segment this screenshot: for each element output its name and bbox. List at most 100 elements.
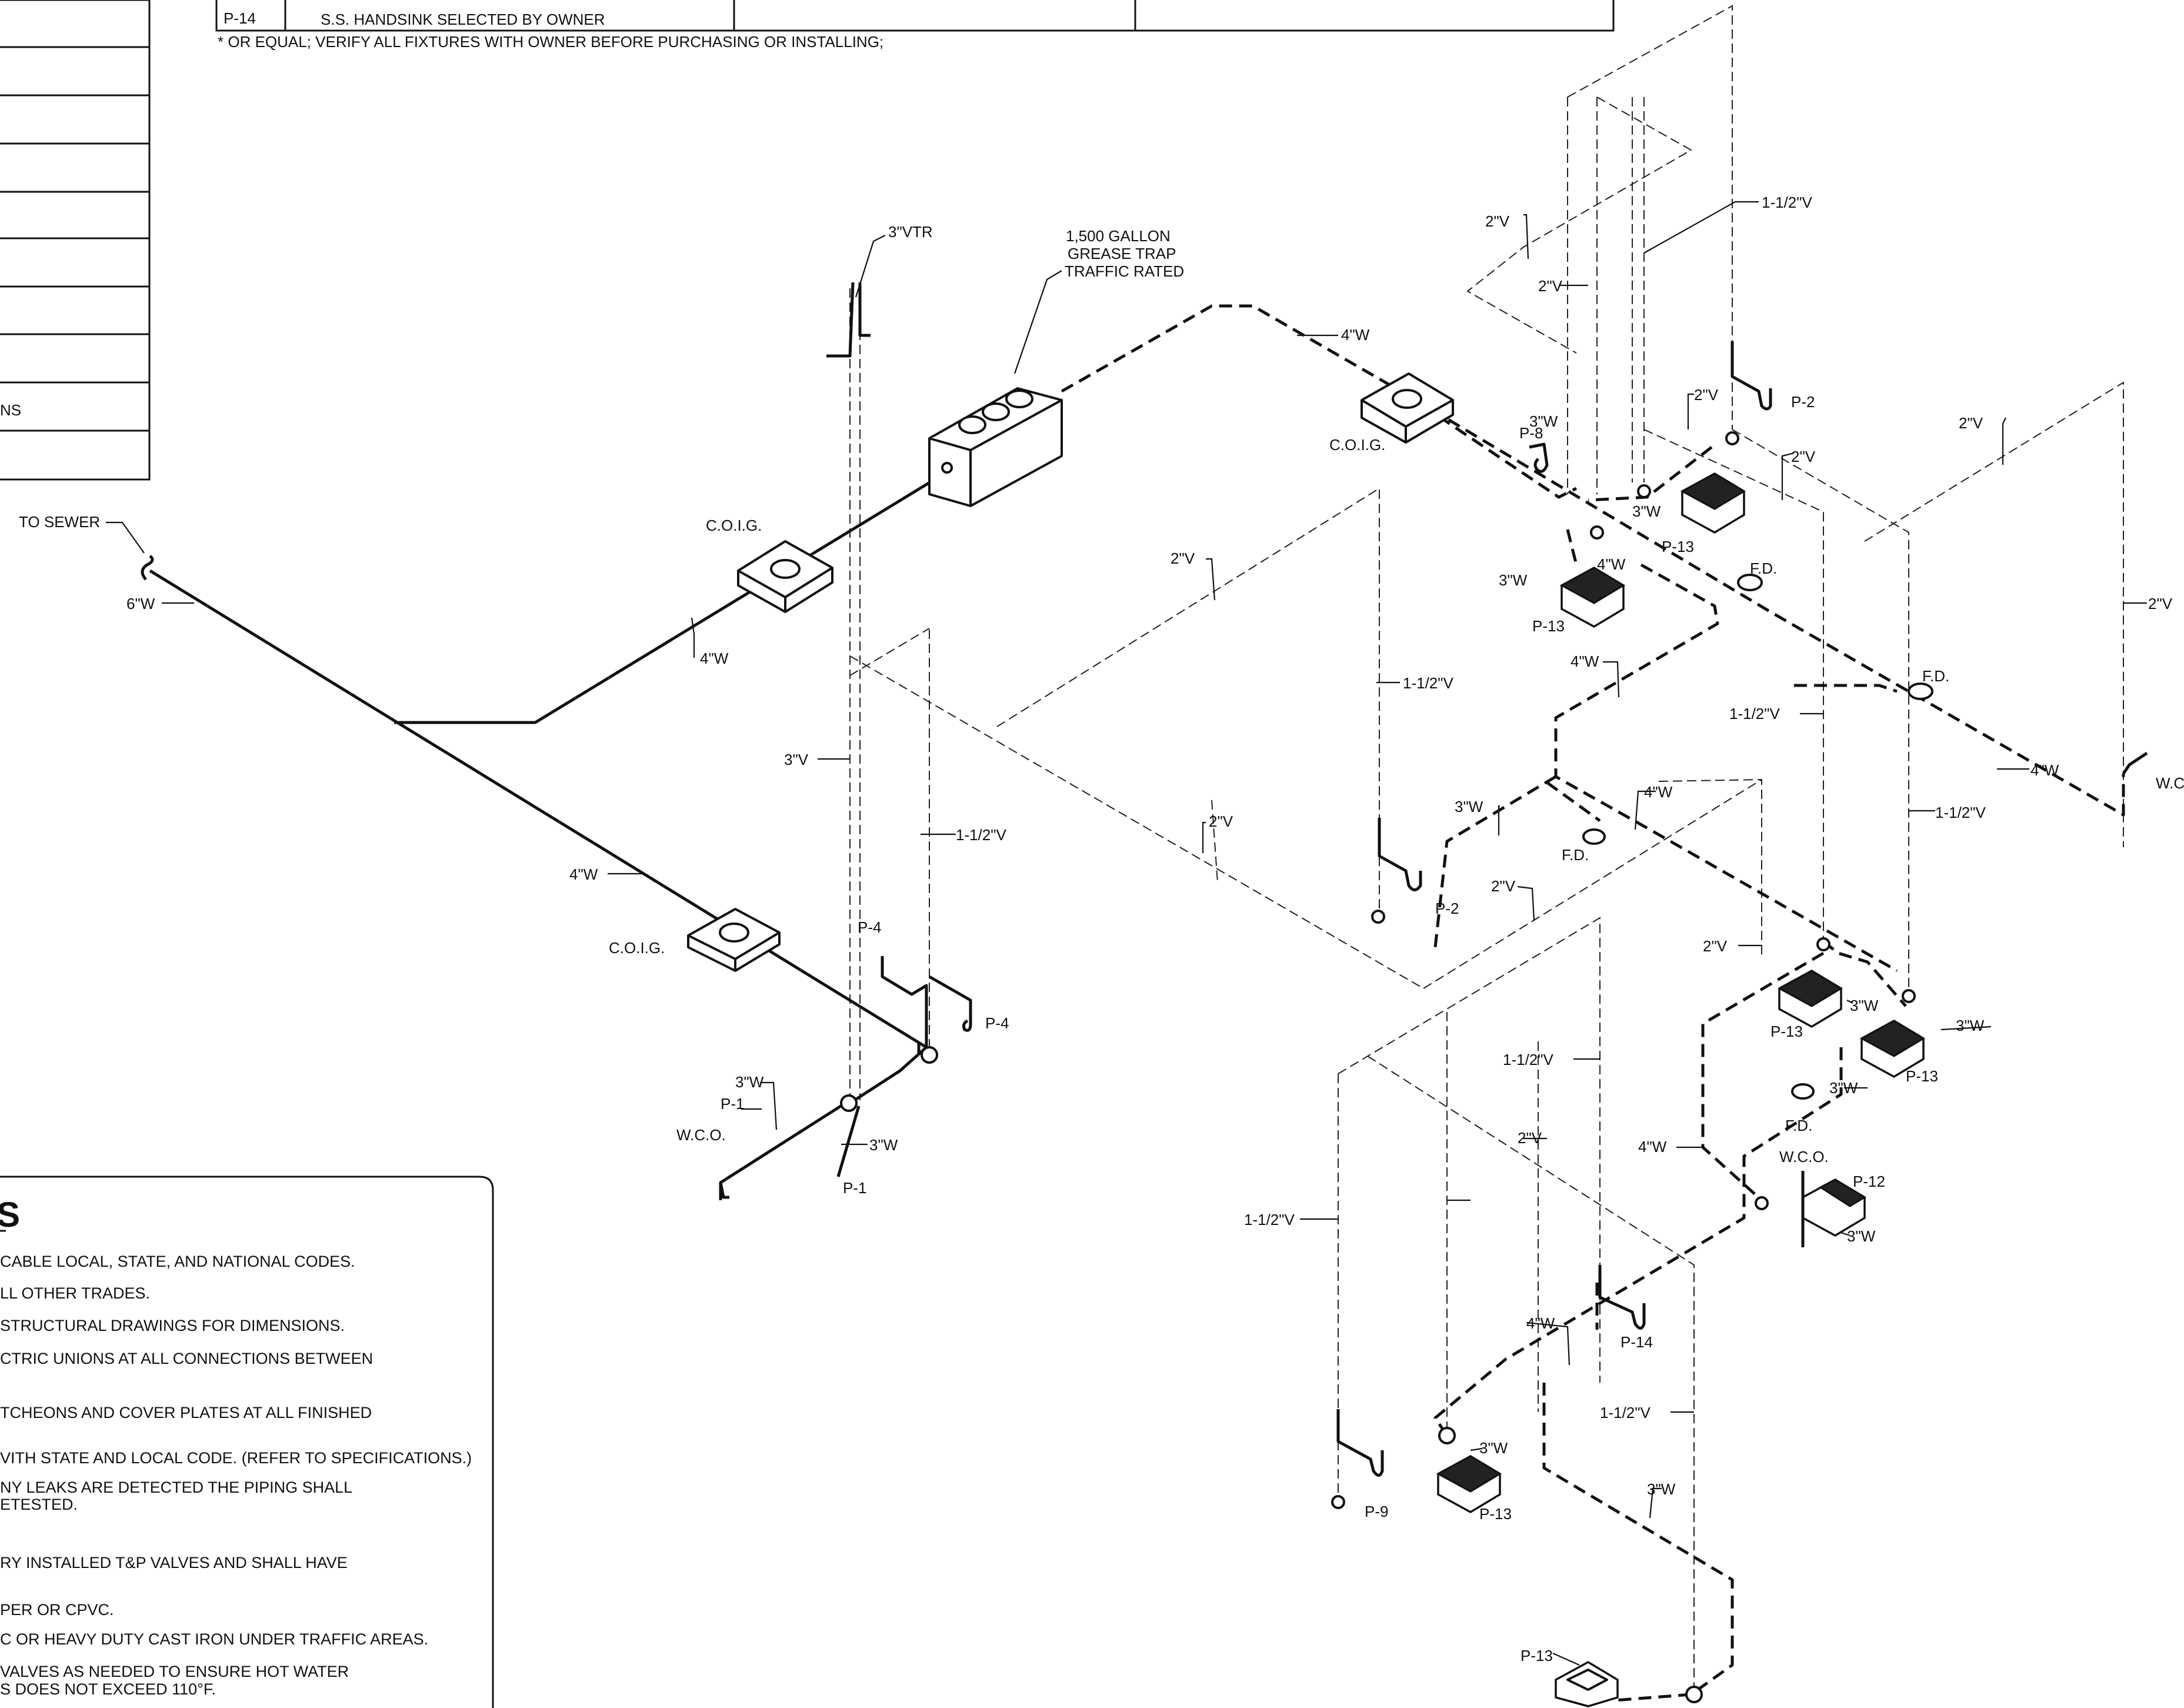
label-coig: C.O.I.G.: [1329, 436, 1385, 454]
label-2v: 2"V: [1518, 1129, 1542, 1147]
label-1-1-2v: 1-1/2"V: [1729, 705, 1780, 723]
label-1-1-2v: 1-1/2"V: [1503, 1051, 1553, 1068]
label-3w: 3"W: [1632, 502, 1661, 520]
label-p4: P-4: [985, 1014, 1009, 1032]
label-1-1-2v: 1-1/2"V: [1762, 194, 1812, 211]
label-3w-p8: 3"W: [1529, 412, 1558, 430]
label-p1: P-1: [843, 1179, 866, 1197]
p8-trap: [1529, 442, 1549, 473]
floor-sink-p13-1: [1680, 472, 1746, 534]
floor-sink-p12: [1802, 1178, 1866, 1237]
label-3w: 3"W: [1479, 1439, 1508, 1457]
floor-sink-p13-6: [1555, 1660, 1619, 1707]
label-2v: 2"V: [1171, 550, 1195, 567]
label-3w: 3"W: [1647, 1480, 1676, 1498]
label-3w: 3"W: [1847, 1227, 1876, 1245]
p2-trap-lower: [1378, 818, 1422, 891]
label-1-1-2v: 1-1/2"V: [956, 826, 1006, 844]
label-grease-trap: GREASE TRAP: [1068, 245, 1176, 262]
label-p2: P-2: [1435, 900, 1459, 917]
label-p13: P-13: [1479, 1505, 1512, 1523]
note-line: S DOES NOT EXCEED 110°F.: [0, 1680, 216, 1698]
label-1-1-2v: 1-1/2"V: [1600, 1404, 1650, 1421]
schedule-row-outline: [215, 0, 1615, 32]
label-p13: P-13: [1906, 1067, 1938, 1085]
label-4w: 4"W: [569, 865, 598, 883]
floor-drain: [1582, 828, 1606, 845]
p9-trap: [1336, 1409, 1384, 1477]
legend-partial-text: NS: [0, 401, 21, 419]
note-line: RY INSTALLED T&P VALVES AND SHALL HAVE: [0, 1554, 348, 1572]
label-3v: 3"V: [784, 751, 809, 768]
label-3w: 3"W: [1499, 571, 1528, 589]
note-line: CABLE LOCAL, STATE, AND NATIONAL CODES.: [0, 1253, 355, 1270]
label-coig: C.O.I.G.: [609, 939, 665, 957]
coig-box-upper: [737, 540, 833, 613]
label-4w: 4"W: [1638, 1138, 1667, 1156]
p14-trap: [1598, 1265, 1646, 1330]
floor-drain: [1737, 574, 1763, 591]
legend-outline: [0, 0, 151, 481]
label-4w: 4"W: [1341, 326, 1370, 344]
left-legend-table: NS: [0, 0, 151, 481]
note-line: NY LEAKS ARE DETECTED THE PIPING SHALL: [0, 1479, 352, 1496]
label-p13: P-13: [1770, 1023, 1803, 1040]
label-4w: 4"W: [2030, 761, 2059, 779]
p4-trap-right: [928, 975, 972, 1032]
sewer-connection-symbol: [141, 555, 154, 581]
label-2v: 2"V: [1703, 937, 1728, 955]
label-2v: 2"V: [1538, 277, 1563, 295]
label-4w: 4"W: [1526, 1314, 1555, 1332]
label-grease-trap: TRAFFIC RATED: [1065, 262, 1184, 280]
note-line: LL OTHER TRADES.: [0, 1284, 150, 1302]
floor-sink-p13-5: [1436, 1454, 1502, 1514]
label-2v: 2"V: [1791, 448, 1816, 465]
label-2v: 2"V: [1491, 877, 1516, 895]
label-3w: 3"W: [1455, 798, 1483, 815]
drain-rings: [840, 431, 1933, 1703]
leader-lines: [106, 201, 2147, 1666]
floor-drain: [1791, 1083, 1815, 1100]
label-2v: 2"V: [2148, 595, 2173, 612]
vtr-left: [826, 282, 855, 358]
label-1-1-2v: 1-1/2"V: [1244, 1211, 1295, 1228]
note-line: VALVES AS NEEDED TO ENSURE HOT WATER: [0, 1663, 349, 1680]
floor-drain: [1908, 682, 1933, 700]
label-3w: 3"W: [869, 1136, 898, 1154]
general-notes-box: S CABLE LOCAL, STATE, AND NATIONAL CODES…: [0, 1176, 494, 1708]
label-2v: 2"V: [1485, 212, 1510, 230]
schedule-tag-p14: P-14: [224, 9, 256, 27]
label-fd: F.D.: [1922, 667, 1949, 685]
label-fd: F.D.: [1562, 846, 1589, 864]
grease-trap: [928, 387, 1063, 507]
label-fd: F.D.: [1750, 560, 1777, 577]
notes-border: [0, 1176, 494, 1708]
label-p12: P-12: [1853, 1173, 1885, 1190]
label-p1: P-1: [721, 1095, 744, 1113]
note-line: ETESTED.: [0, 1496, 78, 1513]
label-p8: P-8: [1519, 424, 1543, 442]
notes-title: S: [0, 1195, 20, 1234]
label-2v: 2"V: [1959, 414, 1983, 432]
label-p13: P-13: [1532, 617, 1565, 635]
building-sewer-lines: [141, 463, 960, 1200]
label-4w: 4"W: [1597, 555, 1626, 573]
label-p9: P-9: [1365, 1503, 1388, 1520]
pipe-labels: TO SEWER 6"W 4"W 4"W 3"VTR 1,500 GALLON …: [19, 194, 2184, 1664]
fixture-schedule-table: P-14 S.S. HANDSINK SELECTED BY OWNER * O…: [215, 0, 1615, 51]
label-4w: 4"W: [1571, 652, 1599, 670]
label-p13: P-13: [1662, 538, 1694, 555]
note-line: STRUCTURAL DRAWINGS FOR DIMENSIONS.: [0, 1317, 345, 1334]
schedule-footnote: * OR EQUAL; VERIFY ALL FIXTURES WITH OWN…: [218, 33, 883, 51]
label-wco: W.C.O.: [676, 1126, 726, 1144]
wc-connection: [2122, 751, 2148, 775]
label-4w: 4"W: [700, 650, 729, 667]
label-p4: P-4: [858, 918, 881, 936]
label-fd: F.D.: [1785, 1117, 1812, 1134]
schedule-desc-p14: S.S. HANDSINK SELECTED BY OWNER: [321, 11, 605, 28]
coig-box-right: [1361, 372, 1454, 444]
label-grease-trap: 1,500 GALLON: [1066, 227, 1171, 245]
label-p2: P-2: [1791, 393, 1815, 411]
label-6w: 6"W: [126, 595, 155, 612]
note-line: CTRIC UNIONS AT ALL CONNECTIONS BETWEEN: [0, 1350, 373, 1367]
